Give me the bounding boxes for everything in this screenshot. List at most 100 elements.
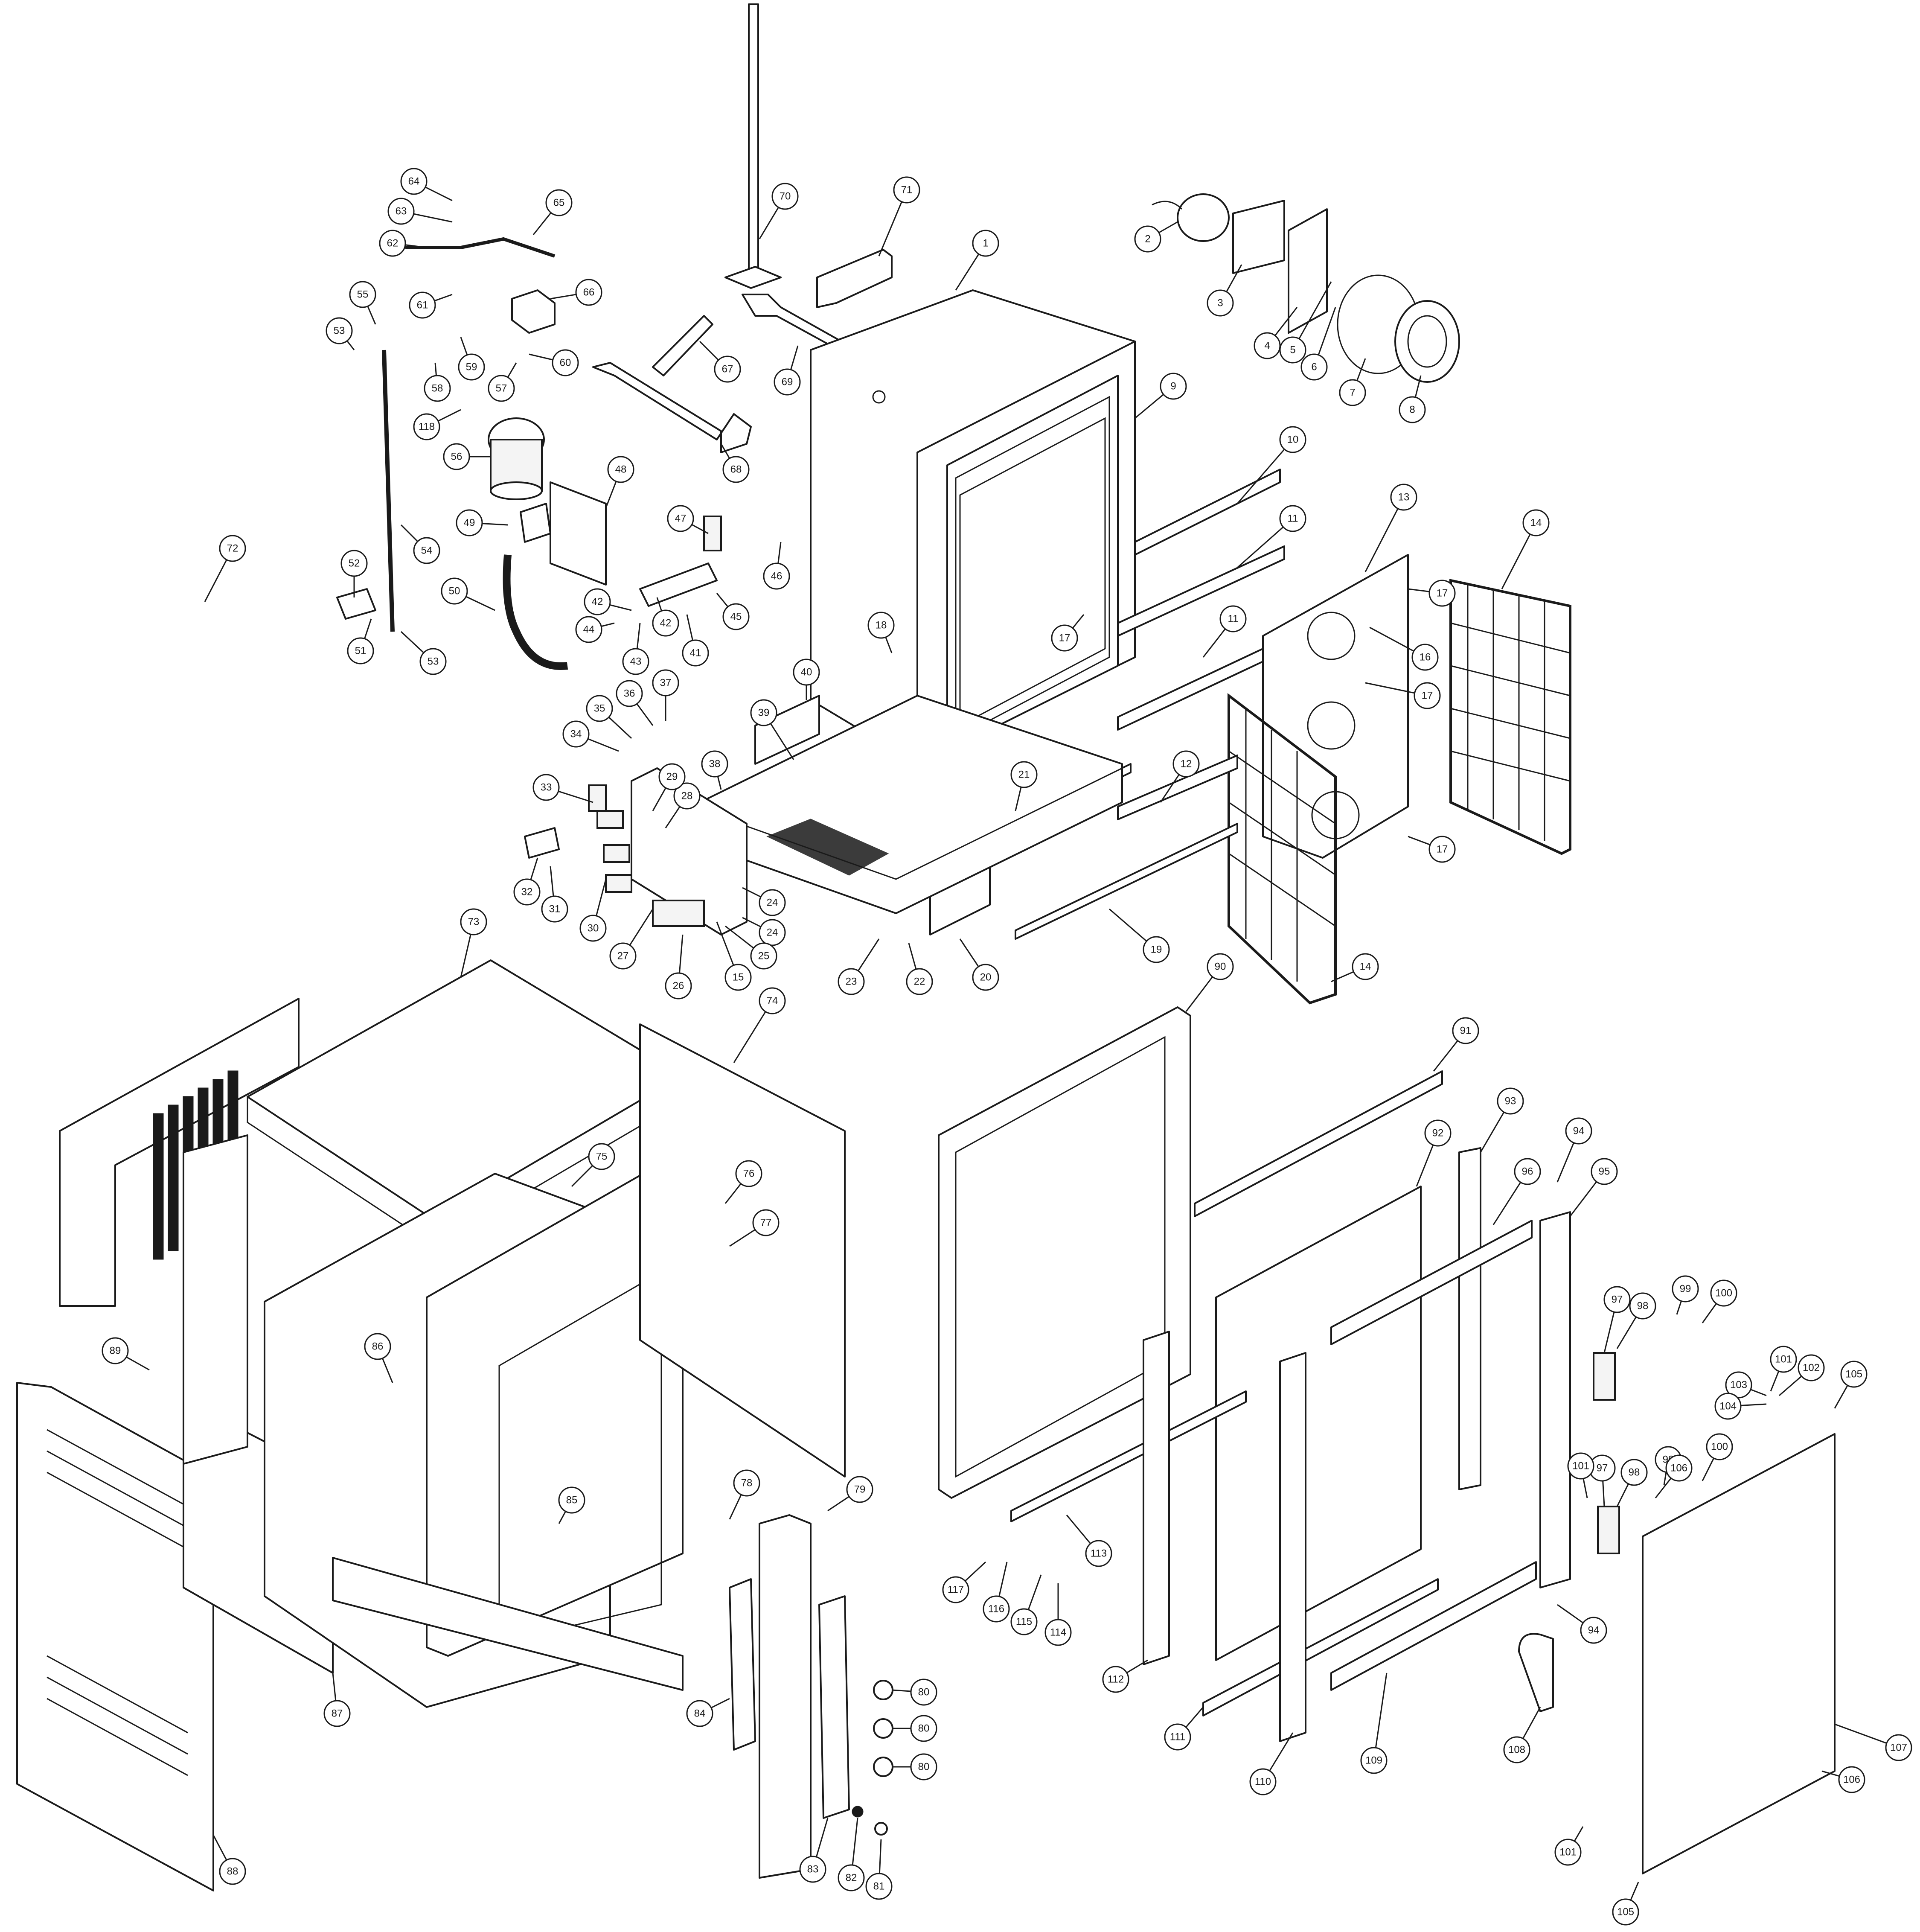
callout-31: 31 xyxy=(541,895,568,923)
callout-label: 35 xyxy=(594,703,605,714)
callout-80: 80 xyxy=(910,1678,937,1706)
callout-52: 52 xyxy=(340,550,368,577)
callout-label: 28 xyxy=(681,790,693,802)
callout-label: 55 xyxy=(357,289,369,300)
callout-circle xyxy=(652,669,679,696)
leader-line xyxy=(1027,1574,1042,1610)
callout-63: 63 xyxy=(387,198,415,225)
callout-circle xyxy=(983,1595,1010,1623)
callout-label: 47 xyxy=(675,513,687,525)
callout-label: 9 xyxy=(1170,381,1176,392)
callout-circle xyxy=(443,443,470,470)
callout-label: 60 xyxy=(560,357,571,369)
leader-line xyxy=(1740,1403,1767,1406)
hinge-part xyxy=(1593,1352,1616,1401)
callout-label: 2 xyxy=(1145,233,1150,245)
callout-label: 27 xyxy=(617,950,629,962)
callout-circle xyxy=(846,1476,873,1503)
callout-circle xyxy=(1591,1158,1618,1185)
callout-circle xyxy=(735,1160,762,1187)
callout-77: 77 xyxy=(752,1209,780,1236)
rear-panel-part xyxy=(59,998,300,1307)
callout-circle xyxy=(400,168,428,195)
callout-label: 54 xyxy=(421,545,433,557)
side-panel-strip xyxy=(183,1134,248,1465)
cross-bar-part xyxy=(1330,1561,1537,1691)
callout-53: 53 xyxy=(326,317,353,344)
callout-label: 59 xyxy=(466,361,477,373)
leader-line xyxy=(1821,1770,1840,1777)
callout-label: 112 xyxy=(1108,1674,1124,1685)
callout-circle xyxy=(419,648,447,675)
leader-line xyxy=(530,857,538,880)
callout-99: 99 xyxy=(1672,1275,1699,1303)
leader-line xyxy=(629,909,654,946)
leader-line xyxy=(1616,1316,1637,1349)
callout-68: 68 xyxy=(722,456,750,483)
callout-circle xyxy=(1885,1734,1912,1761)
callout-label: 11 xyxy=(1228,613,1239,625)
leader-line xyxy=(1480,1112,1505,1153)
board-part xyxy=(729,1578,756,1751)
callout-29: 29 xyxy=(658,763,686,790)
leader-line xyxy=(1616,1483,1629,1507)
callout-circle xyxy=(513,878,541,906)
callout-circle xyxy=(893,176,920,204)
callout-82: 82 xyxy=(838,1864,865,1891)
leader-line xyxy=(852,1818,858,1865)
callout-circle xyxy=(665,972,692,1000)
leader-line xyxy=(1676,1300,1682,1315)
callout-label: 39 xyxy=(758,707,770,719)
callout-label: 70 xyxy=(780,191,791,202)
callout-70: 70 xyxy=(771,183,799,210)
callout-circle xyxy=(750,699,777,726)
callout-label: 116 xyxy=(988,1603,1004,1615)
callout-circle xyxy=(799,1856,826,1883)
callout-circle xyxy=(1770,1346,1797,1373)
callout-circle xyxy=(1219,605,1247,632)
callout-circle xyxy=(1339,379,1366,406)
callout-105: 105 xyxy=(1612,1898,1639,1926)
leader-line xyxy=(720,443,730,459)
callout-circle xyxy=(340,550,368,577)
callout-circle xyxy=(910,1678,937,1706)
leader-line xyxy=(1269,1732,1294,1772)
leader-line xyxy=(1750,1389,1767,1396)
base-frame-part xyxy=(690,695,1123,914)
callout-label: 36 xyxy=(624,688,635,699)
callout-circle xyxy=(1411,644,1439,671)
leader-line xyxy=(605,481,617,508)
callout-circle xyxy=(1044,1619,1072,1646)
callout-label: 53 xyxy=(334,325,345,337)
leader-line xyxy=(1226,264,1242,292)
callout-circle xyxy=(1567,1452,1594,1480)
callout-circle xyxy=(686,1700,713,1727)
leader-line xyxy=(891,1689,911,1692)
callout-label: 41 xyxy=(690,647,701,659)
leader-line xyxy=(678,934,684,973)
callout-86: 86 xyxy=(364,1333,391,1360)
callout-circle xyxy=(102,1337,129,1364)
callout-9: 9 xyxy=(1160,373,1187,400)
callout-label: 50 xyxy=(449,586,460,597)
leader-line xyxy=(460,337,468,356)
callout-5: 5 xyxy=(1279,336,1306,364)
door-handle-part xyxy=(1518,1633,1554,1712)
callout-label: 33 xyxy=(541,782,552,793)
callout-circle xyxy=(658,763,686,790)
callout-circle xyxy=(867,612,895,639)
callout-label: 100 xyxy=(1715,1288,1732,1299)
cylinder-part xyxy=(703,516,722,551)
bracket-part xyxy=(816,249,893,308)
leader-line xyxy=(729,1494,742,1520)
leader-line xyxy=(1318,307,1336,356)
callout-label: 81 xyxy=(873,1881,885,1892)
leader-line xyxy=(367,306,376,325)
callout-circle xyxy=(541,895,568,923)
callout-label: 102 xyxy=(1803,1362,1820,1374)
leader-line xyxy=(777,542,782,564)
callout-label: 75 xyxy=(596,1151,608,1163)
callout-69: 69 xyxy=(774,368,801,396)
right-panel-part xyxy=(639,1023,846,1477)
callout-label: 97 xyxy=(1597,1463,1608,1474)
